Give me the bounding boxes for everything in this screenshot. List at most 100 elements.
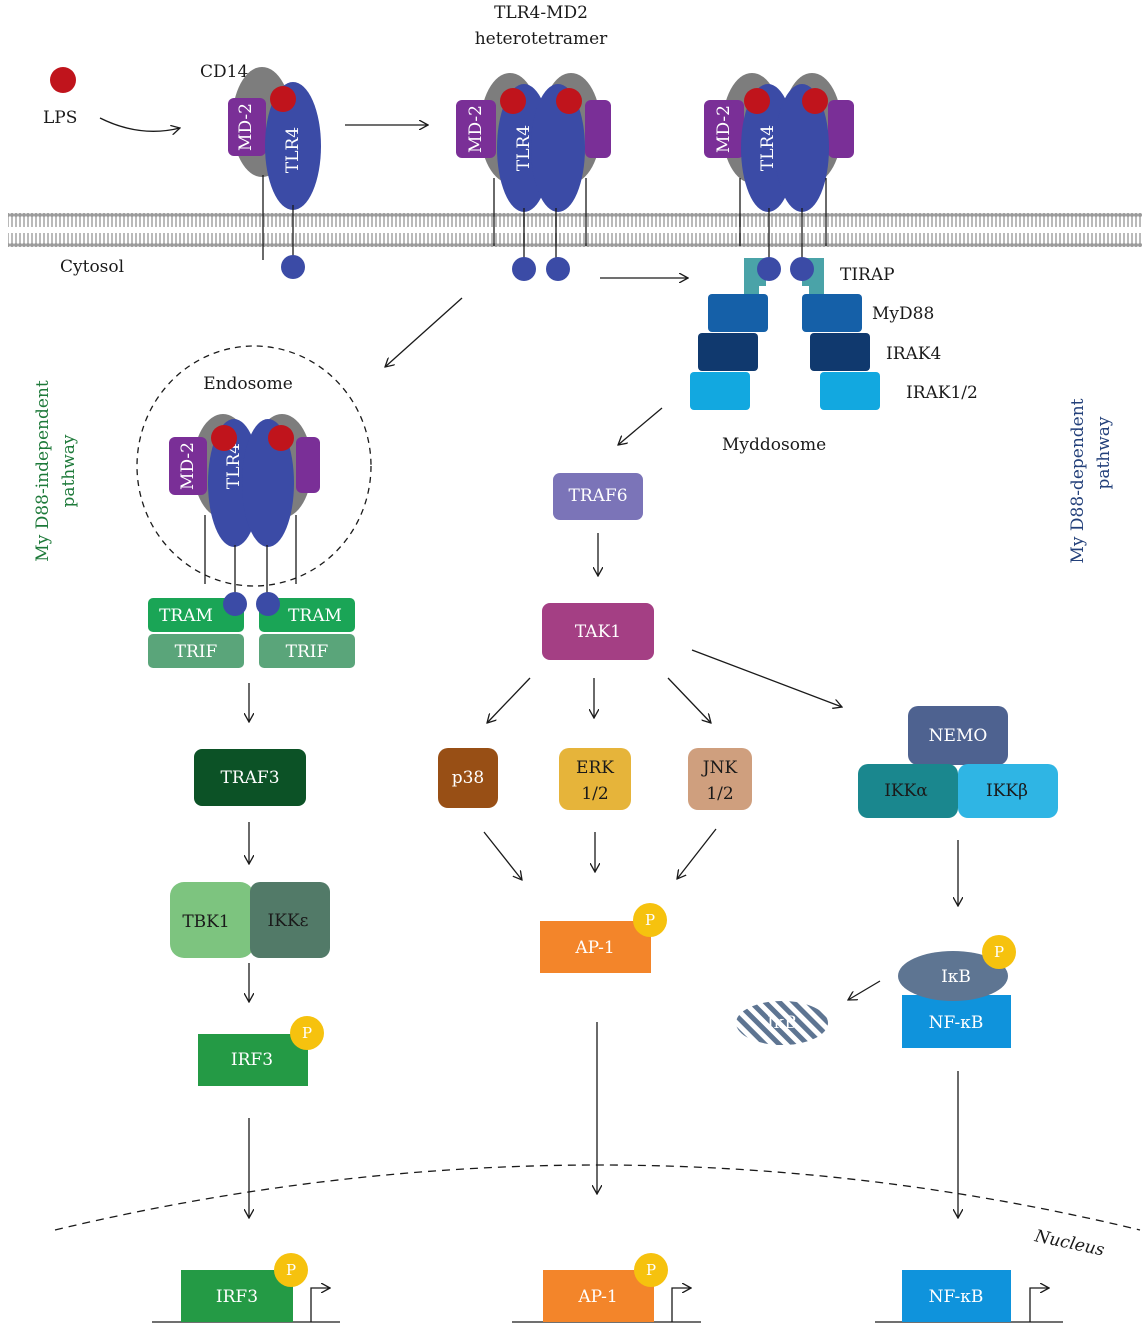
phospho-ap1 [633, 903, 667, 937]
ap1-transcription-arrow [671, 1288, 691, 1322]
ikb-degraded-label: IκB [767, 1013, 797, 1033]
irak4-right [810, 333, 870, 371]
irf3-cytosol-box [198, 1034, 308, 1086]
jnk-label-2: 1/2 [706, 784, 733, 804]
nfkb-cytosol-label: NF-κB [929, 1013, 984, 1033]
md2-protein [228, 98, 266, 156]
irak12-right [820, 372, 880, 410]
lps-molecule [50, 67, 76, 93]
erk-label-2: 1/2 [581, 784, 608, 804]
tlr4-monomer: CD14 MD-2 TLR4 [200, 62, 321, 279]
tak1-box [542, 603, 654, 660]
nemo-box [908, 706, 1008, 765]
endosome: Endosome MD-2 TLR4 [136, 345, 372, 594]
endosome-label: Endosome [203, 374, 293, 394]
nuclear-envelope [54, 1164, 1141, 1231]
myddosome-complex: TIRAP MyD88 IRAK4 IRAK1/2 Myddosome [690, 257, 978, 455]
md2-label: MD-2 [236, 103, 256, 151]
tlr4-label: TLR4 [224, 443, 244, 489]
ikb-label: IκB [941, 967, 971, 987]
plasma-membrane [8, 212, 1142, 248]
md2-label: MD-2 [178, 442, 198, 490]
traf3-box [194, 749, 306, 806]
trif-right [259, 634, 355, 668]
nemo-label: NEMO [929, 726, 988, 746]
ap1-nuclear-box [543, 1270, 654, 1322]
ikke-label: IKKε [268, 911, 309, 931]
myd88-right [802, 294, 862, 332]
tram-right [259, 598, 355, 632]
ikkb-label: IKKβ [986, 781, 1028, 801]
tbk1-label: TBK1 [182, 912, 229, 932]
irf3-transcription-arrow [310, 1288, 330, 1322]
myd88-dependent-label-1: My D88-dependent [1068, 398, 1088, 563]
irf3-nuclear: IRF3 P [152, 1253, 340, 1323]
ikke-box [250, 882, 330, 958]
nfkb-nuclear-label: NF-κB [929, 1287, 984, 1307]
phospho-ikb [982, 935, 1016, 969]
tir-domain [281, 255, 305, 279]
to-endosome-arrow [385, 297, 463, 367]
p38-label: p38 [452, 768, 485, 788]
tak1-label: TAK1 [575, 622, 621, 642]
ap1-nuclear-label: AP-1 [577, 1287, 617, 1307]
tram-right-label: TRAM [288, 606, 342, 626]
irf3-nuclear-box [181, 1270, 293, 1322]
md2-protein [456, 100, 496, 158]
nfkb-transcription-arrow [1029, 1288, 1049, 1322]
myd88-left [708, 294, 768, 332]
ikb-degraded [736, 1001, 828, 1045]
lps-bound [270, 86, 296, 112]
erk-box [559, 748, 631, 810]
p38-box [438, 748, 498, 808]
trif-right-label: TRIF [286, 642, 329, 662]
tram-left [148, 598, 244, 632]
tlr4-myddosome-receptor: MD-2 TLR4 [704, 73, 854, 258]
irf3-cytosol-label: IRF3 [231, 1050, 273, 1070]
endosome-membrane [136, 345, 372, 587]
myd88-dependent-label-2: pathway [1094, 416, 1114, 489]
irak4-label: IRAK4 [886, 344, 941, 364]
nucleus-label: Nucleus [1032, 1226, 1106, 1260]
ap1-nuclear: AP-1 P [512, 1253, 701, 1323]
phospho-irf3-nuclear-label: P [286, 1261, 296, 1279]
md2-label: MD-2 [714, 105, 734, 153]
tlr4-protein [265, 82, 321, 210]
ikka-label: IKKα [884, 781, 928, 801]
myd88-label: MyD88 [872, 304, 934, 324]
phospho-ap1-label: P [645, 911, 655, 929]
erk-label-1: ERK [576, 758, 614, 778]
tlr4-label: TLR4 [283, 127, 303, 173]
ap1-cytosol-label: AP-1 [574, 938, 614, 958]
myd88-independent-label-1: My D88-independent [33, 380, 53, 562]
phospho-ap1-nuclear-label: P [646, 1261, 656, 1279]
myddosome-label: Myddosome [722, 435, 826, 455]
tlr4-md2-heterotetramer: TLR4-MD2 heterotetramer MD-2 TLR4 [456, 3, 611, 281]
ap1-cytosol-box [540, 921, 651, 973]
cd14-label: CD14 [200, 62, 248, 82]
tram-left-label: TRAM [159, 606, 213, 626]
traf3-label: TRAF3 [220, 768, 279, 788]
nfkb-nuclear: NF-κB [875, 1270, 1063, 1323]
ikka-box [858, 764, 958, 818]
tlr4-md2-label: TLR4-MD2 [494, 3, 588, 23]
phospho-irf3 [290, 1016, 324, 1050]
myd88-independent-label-2: pathway [59, 434, 79, 507]
ikkb-box [958, 764, 1058, 818]
tirap-label: TIRAP [840, 265, 895, 285]
lps-arrow [99, 117, 180, 131]
jnk-box [688, 748, 752, 810]
jnk-label-1: JNK [701, 758, 738, 778]
trif-left [148, 634, 244, 668]
md2-label: MD-2 [466, 105, 486, 153]
lps-label: LPS [43, 108, 77, 128]
nfkb-nuclear-box [902, 1270, 1011, 1322]
irak12-label: IRAK1/2 [906, 383, 978, 403]
traf6-box [553, 473, 643, 520]
tlr4-label: TLR4 [758, 125, 778, 171]
nfkb-cytosol-box [902, 995, 1011, 1048]
tbk1-box [170, 882, 254, 958]
tlr4-label: TLR4 [514, 125, 534, 171]
phospho-ikb-label: P [994, 943, 1004, 961]
